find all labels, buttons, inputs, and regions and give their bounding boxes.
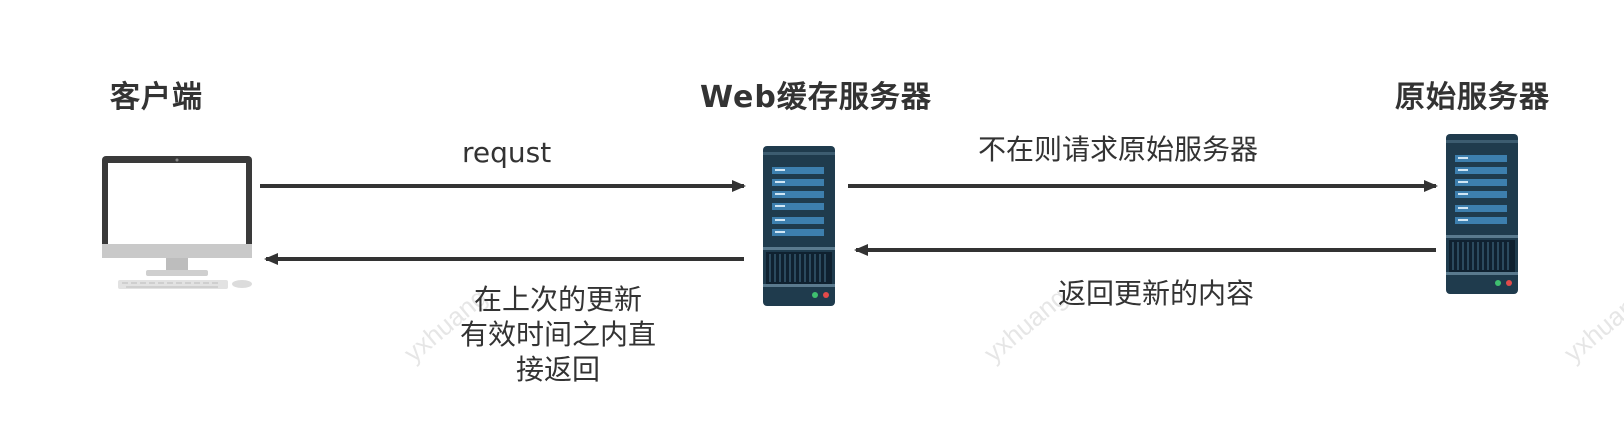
cache-hit-note: 在上次的更新 有效时间之内直 接返回 — [438, 282, 678, 387]
origin-server-icon — [1446, 134, 1518, 294]
cache-hit-note-line-1: 在上次的更新 — [473, 283, 642, 316]
request-edge-label: requst — [462, 136, 552, 169]
cache-server-label: Web缓存服务器 — [700, 80, 932, 115]
cache-hit-note-line-2: 有效时间之内直 — [459, 318, 656, 351]
response-edge-label: 返回更新的内容 — [1058, 277, 1255, 310]
client-computer-icon — [102, 156, 252, 289]
origin-server-label: 原始服务器 — [1395, 80, 1550, 115]
forward-edge-label: 不在则请求原始服务器 — [978, 133, 1259, 166]
cache-hit-note-line-3: 接返回 — [515, 353, 600, 386]
cache-server-icon — [763, 146, 835, 306]
client-label: 客户端 — [110, 80, 203, 115]
